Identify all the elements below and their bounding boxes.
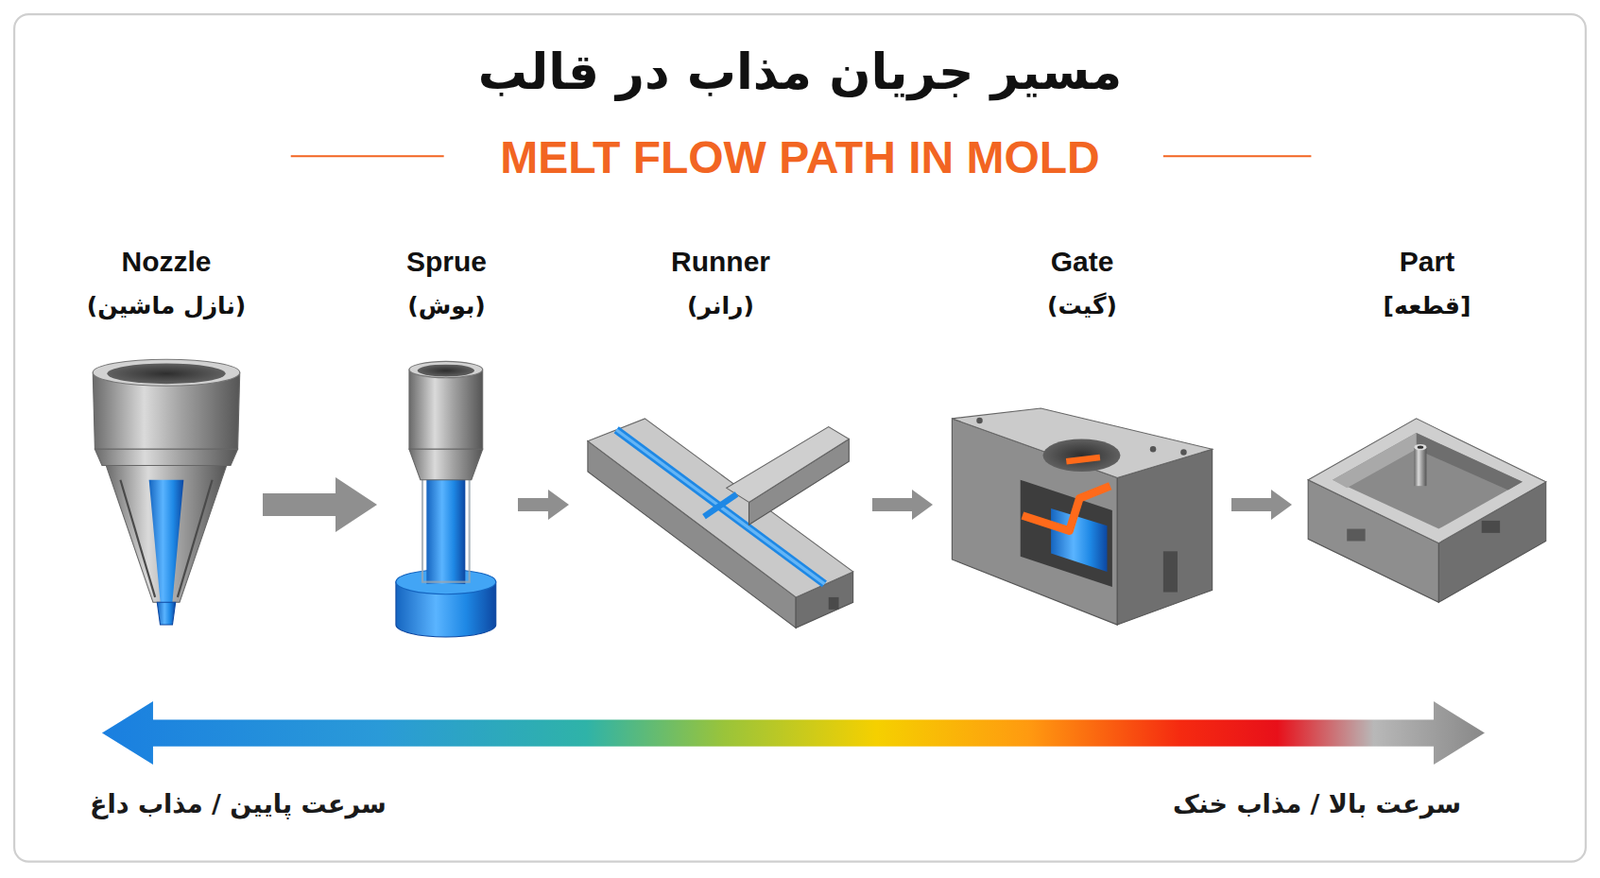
- flow-arrow: [872, 489, 933, 520]
- part-figure: [1417, 446, 1424, 449]
- scale-label: سرعت بالا / مذاب خنک: [1172, 785, 1462, 824]
- part-figure: [1332, 432, 1523, 530]
- stage-name-fa: (بوش): [407, 288, 485, 325]
- stage-name-fa: (رانر): [687, 288, 755, 325]
- nozzle-figure: [94, 448, 238, 465]
- part-figure: [1307, 418, 1547, 544]
- nozzle-figure: [177, 480, 213, 598]
- stage-name: Runner: [670, 243, 771, 280]
- gradient-arrow: [102, 701, 1485, 765]
- title-rule: [1163, 154, 1312, 157]
- scale-label: سرعت پایین / مذاب داغ: [89, 785, 387, 824]
- part-figure: [1416, 432, 1523, 490]
- sprue-figure: [409, 448, 483, 480]
- nozzle-figure: [120, 480, 155, 598]
- runner-figure: [587, 418, 854, 598]
- nozzle-figure: [156, 602, 175, 625]
- part-figure: [1481, 520, 1500, 534]
- sprue-figure: [426, 478, 465, 585]
- gate-figure: [1180, 448, 1187, 455]
- stage-name: Gate: [1050, 243, 1115, 280]
- gate-figure: [1022, 485, 1111, 532]
- sprue-figure: [409, 369, 483, 449]
- gate-figure: [1150, 446, 1156, 452]
- gate-figure: [1050, 508, 1107, 572]
- stage-box: Nozzle (نازل ماشین): [75, 243, 258, 643]
- part-figure: [1413, 444, 1427, 450]
- runner-figure: [726, 427, 850, 503]
- nozzle-figure: [92, 359, 240, 386]
- gate-figure: [1042, 438, 1120, 472]
- stage-name: Nozzle: [120, 243, 211, 280]
- nozzle-figure: [92, 359, 240, 625]
- stage-box: Runner (رانر): [576, 243, 865, 643]
- flow-arrow: [262, 477, 378, 533]
- stage-box: Gate (گیت): [940, 243, 1224, 643]
- nozzle-figure: [106, 363, 225, 385]
- gate-figure: [951, 408, 1212, 478]
- part-figure: [1346, 529, 1365, 542]
- part-figure: [1332, 432, 1417, 488]
- title-rule: [291, 154, 445, 157]
- sprue-figure: [417, 364, 475, 378]
- gate-figure: [1020, 480, 1113, 587]
- gate-figure: [976, 417, 982, 424]
- stage-name-fa: [قطعه]: [1383, 288, 1472, 325]
- gate-figure: [951, 408, 1212, 625]
- sprue-figure: [422, 478, 470, 583]
- subtitle: MELT FLOW PATH IN MOLD: [0, 129, 1600, 187]
- part-figure: [1307, 418, 1547, 603]
- stage-name-fa: (نازل ماشین): [86, 288, 247, 325]
- flow-arrow: [517, 489, 569, 520]
- stage-name: Sprue: [406, 243, 487, 280]
- stage-box: Sprue (بوش): [382, 243, 511, 643]
- gate-figure: [1066, 457, 1101, 462]
- gate-figure: [1163, 550, 1178, 592]
- sprue-figure: [395, 361, 497, 637]
- runner-figure: [704, 494, 738, 517]
- flow-arrow: [1231, 489, 1292, 520]
- stage-box: Part [قطعه]: [1299, 243, 1555, 643]
- runner-figure: [587, 418, 854, 628]
- title: مسیر جریان مذاب در قالب: [0, 37, 1600, 106]
- sprue-figure: [409, 361, 483, 378]
- part-figure: [1413, 447, 1427, 486]
- stage-name-fa: (گیت): [1047, 288, 1118, 325]
- runner-figure: [828, 597, 840, 610]
- gate-figure: [1117, 448, 1212, 625]
- stage-name: Part: [1399, 243, 1455, 280]
